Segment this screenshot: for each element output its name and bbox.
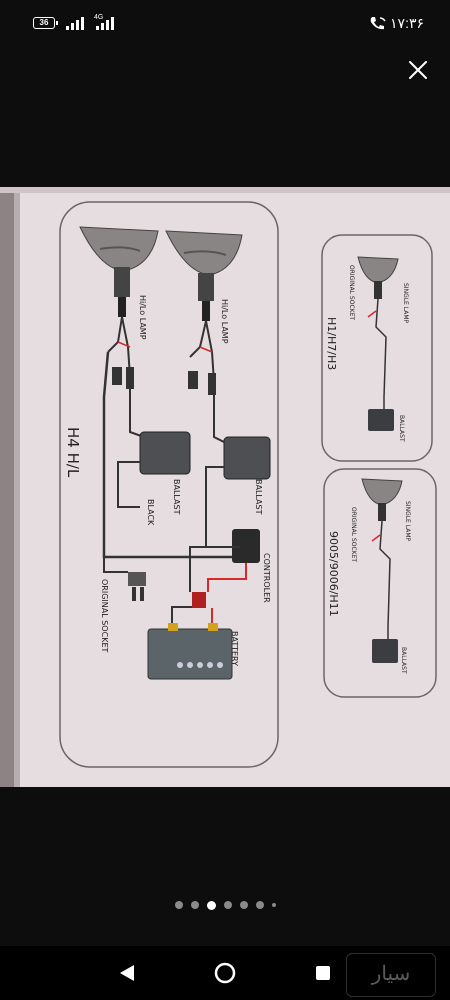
ballast-label-1: BALLAST — [172, 479, 181, 515]
clock: ۱۷:۳۶ — [390, 15, 424, 31]
recents-button[interactable] — [310, 960, 336, 986]
wiring-diagram-photo: H4 H/L Hi/Lo LAMP Hi/Lo LAMP BALLAST BAL… — [0, 187, 450, 787]
status-bar: 36 4G ۱۷:۳۶ — [0, 0, 450, 44]
watermark-logo: سیار — [346, 953, 436, 997]
lamp-label-1: Hi/Lo LAMP — [138, 295, 147, 340]
pager-dot[interactable] — [239, 901, 248, 909]
back-button[interactable] — [114, 960, 140, 986]
pager-dot-active[interactable] — [206, 900, 216, 910]
panel-h1-title: H1/H7/H3 — [325, 317, 338, 370]
original-socket-label: ORIGINAL SOCKET — [100, 579, 109, 652]
pager-dot[interactable] — [190, 901, 199, 909]
call-wifi-icon — [370, 17, 386, 30]
panel-9005-title: 9005/9006/H11 — [327, 531, 340, 617]
network-type: 4G — [94, 14, 104, 21]
signal-icon — [66, 17, 84, 30]
home-button[interactable] — [212, 960, 238, 986]
pager-dot[interactable] — [271, 903, 276, 907]
signal-4g-icon — [96, 17, 114, 30]
recents-square-icon — [316, 966, 330, 980]
pager-dot[interactable] — [255, 901, 264, 909]
lamp-label-2: Hi/Lo LAMP — [220, 299, 229, 344]
image-pager — [0, 898, 450, 912]
battery-level: 36 — [39, 18, 49, 27]
diagram-title: H4 H/L — [64, 427, 82, 478]
black-label: BLACK — [146, 499, 155, 526]
navigation-bar — [0, 946, 450, 1000]
panel-h1-socket-label: ORIGINAL SOCKET — [348, 265, 355, 320]
home-circle-icon — [214, 962, 236, 984]
battery-icon: 36 — [33, 17, 58, 29]
panel-9005-ballast-label: BALLAST — [400, 647, 407, 674]
close-icon — [409, 61, 427, 79]
panel-h1-ballast-label: BALLAST — [398, 415, 405, 442]
back-triangle-icon — [120, 965, 134, 981]
battery-label: BATTERY — [230, 631, 239, 666]
pager-dot[interactable] — [223, 901, 232, 909]
controller-label: CONTROLER — [262, 553, 271, 603]
panel-9005-lamp-label: SINGLE LAMP — [404, 501, 411, 542]
panel-h1-lamp-label: SINGLE LAMP — [402, 283, 409, 324]
close-button[interactable] — [402, 54, 434, 86]
pager-dot[interactable] — [174, 901, 183, 909]
ballast-label-2: BALLAST — [254, 479, 263, 515]
photo-viewer[interactable]: H4 H/L Hi/Lo LAMP Hi/Lo LAMP BALLAST BAL… — [0, 187, 450, 787]
panel-9005-socket-label: ORIGINAL SOCKET — [350, 507, 357, 562]
